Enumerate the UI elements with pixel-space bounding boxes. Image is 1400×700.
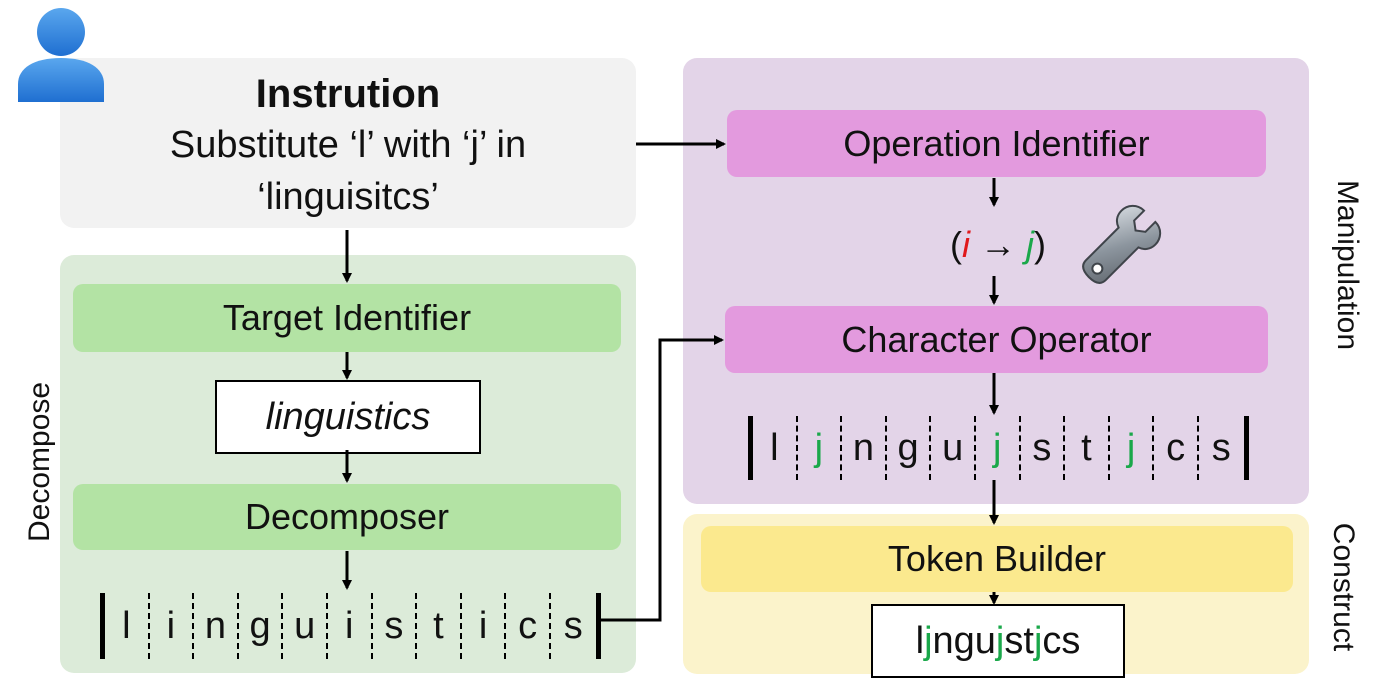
char-cell: i xyxy=(150,593,195,659)
result-token-part: st xyxy=(1004,619,1034,662)
result-token-part: j xyxy=(995,619,1005,662)
result-token: ljngujstjcs xyxy=(916,620,1081,663)
sequence-end-bar xyxy=(595,593,601,659)
result-token-box: ljngujstjcs xyxy=(871,604,1125,678)
char-cell: u xyxy=(283,593,328,659)
char-cell: t xyxy=(417,593,462,659)
wrench-icon xyxy=(1082,204,1162,284)
result-token-part: l xyxy=(915,619,925,662)
char-cell: n xyxy=(194,593,239,659)
char-cell: g xyxy=(239,593,284,659)
decomposer-box: Decomposer xyxy=(73,484,621,550)
character-operator-box: Character Operator xyxy=(725,306,1268,373)
operation-identifier-box: Operation Identifier xyxy=(727,110,1266,177)
result-token-part: cs xyxy=(1042,619,1081,662)
char-cell: s xyxy=(1021,416,1066,480)
result-token-part: ngu xyxy=(932,619,996,662)
char-cell: j xyxy=(1110,416,1155,480)
char-cell: j xyxy=(976,416,1021,480)
char-cell: l xyxy=(753,416,798,480)
instruction-line-2: ‘linguisitcs’ xyxy=(257,176,439,218)
char-cell: t xyxy=(1065,416,1110,480)
instruction-panel xyxy=(60,58,636,228)
arrow-chars-to-operator xyxy=(596,335,724,622)
op-arrow: → xyxy=(969,224,1026,265)
instruction-line-1: Substitute ‘l’ with ‘j’ in xyxy=(169,124,527,166)
char-cell: c xyxy=(506,593,551,659)
char-cell: s xyxy=(563,604,583,647)
char-cell: g xyxy=(887,416,932,480)
char-cell: u xyxy=(931,416,976,480)
char-cell: j xyxy=(798,416,843,480)
target-identifier-box: Target Identifier xyxy=(73,284,621,352)
char-cell: c xyxy=(1154,416,1199,480)
char-cell: s xyxy=(1211,426,1231,469)
sequence-start-bar xyxy=(100,593,105,659)
char-cell: l xyxy=(105,593,150,659)
result-token-part: j xyxy=(924,619,933,662)
op-from-char: i xyxy=(961,224,970,265)
char-cell: i xyxy=(328,593,373,659)
op-close-paren: ) xyxy=(1034,224,1046,265)
op-open-paren: ( xyxy=(949,224,962,265)
char-cell: i xyxy=(462,593,507,659)
sequence-start-bar xyxy=(748,416,753,480)
user-icon xyxy=(18,8,104,102)
target-word-box: linguistics xyxy=(215,380,481,454)
result-token-part: j xyxy=(1033,619,1043,662)
target-word: linguistics xyxy=(265,395,431,438)
char-cell: s xyxy=(373,593,418,659)
sequence-end-bar xyxy=(1243,416,1249,480)
char-cell: n xyxy=(842,416,887,480)
operation-expression: (i → j) xyxy=(900,224,1096,266)
op-to-char: j xyxy=(1026,224,1034,265)
instruction-title: Instrution xyxy=(255,72,441,116)
token-builder-box: Token Builder xyxy=(701,526,1293,592)
